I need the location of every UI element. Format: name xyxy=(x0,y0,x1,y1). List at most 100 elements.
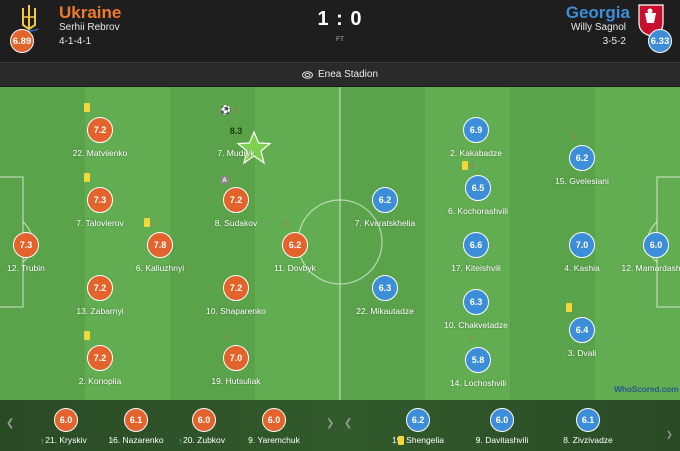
player-rating: 6.2 xyxy=(569,145,595,171)
player-rating: 6.5 xyxy=(465,175,491,201)
player-rating: 6.1 xyxy=(124,408,148,432)
away-coach: Willy Sagnol xyxy=(570,22,626,33)
sub-out-arrow-icon: ↓ xyxy=(468,332,473,343)
yellow-card-icon xyxy=(566,303,572,312)
player-rating: 6.0 xyxy=(490,408,514,432)
player-rating: 7.2 xyxy=(87,117,113,143)
ball-icon: ⚽ xyxy=(220,105,232,115)
home-team-name[interactable]: Ukraine xyxy=(59,3,122,22)
man-of-match-star-icon xyxy=(236,130,272,165)
player-name[interactable]: 20. Zubkov xyxy=(182,435,226,445)
player-name[interactable]: 14. Lochoshvili xyxy=(449,378,507,388)
player-name[interactable]: 7. Mudryk xyxy=(217,148,255,158)
player-rating: 7.2 xyxy=(223,187,249,213)
player-name[interactable]: 6. Kochorashvili xyxy=(447,206,508,216)
player-name[interactable]: 15. Gvelesiani xyxy=(555,176,609,186)
sub-in-arrow-icon: ↑ xyxy=(476,436,481,446)
player-name[interactable]: 8. Sudakov xyxy=(214,218,258,228)
bench-background xyxy=(0,400,680,451)
player-rating: 8.3 xyxy=(229,126,243,136)
player-rating: 7.2 xyxy=(87,345,113,371)
player-rating: 6.0 xyxy=(192,408,216,432)
player-name[interactable]: 9. Yaremchuk xyxy=(248,435,300,445)
player-rating: 6.3 xyxy=(463,289,489,315)
player-name[interactable]: 4. Kashia xyxy=(564,263,600,273)
away-team-rating: 6.33 xyxy=(648,29,672,53)
sub-in-arrow-icon: ↑ xyxy=(562,436,567,446)
player-rating: 7.0 xyxy=(223,345,249,371)
player-name[interactable]: 12. Mamardashvili xyxy=(621,263,680,273)
sub-in-arrow-icon: ↑ xyxy=(392,436,397,446)
bench-divider-icon: ❯ xyxy=(326,418,335,429)
player-name[interactable]: 19. Shengelia xyxy=(392,435,444,445)
player-rating: 6.2 xyxy=(372,187,398,213)
player-name[interactable]: 7. Kvaratskhelia xyxy=(354,218,416,228)
player-rating: 6.3 xyxy=(372,275,398,301)
yellow-card-icon xyxy=(84,173,90,182)
venue-name: Enea Stadion xyxy=(317,69,379,80)
player-name[interactable]: 3. Dvali xyxy=(567,348,597,358)
player-rating: 7.2 xyxy=(87,275,113,301)
player-rating: 7.2 xyxy=(223,275,249,301)
player-name[interactable]: 10. Chakvetadze xyxy=(444,320,508,330)
player-rating: 7.3 xyxy=(87,187,113,213)
player-name[interactable]: 13. Zabarnyi xyxy=(76,306,124,316)
player-name[interactable]: 19. Hutsuliak xyxy=(211,376,261,386)
sub-in-arrow-icon: ↑ xyxy=(40,436,45,446)
home-coach: Serhii Rebrov xyxy=(59,22,120,33)
player-name[interactable]: 2. Konoplia xyxy=(78,376,122,386)
player-rating: 7.3 xyxy=(13,232,39,258)
player-rating: 5.8 xyxy=(465,347,491,373)
match-score: 1 : 0 xyxy=(317,8,363,30)
yellow-card-icon xyxy=(462,161,468,170)
player-name[interactable]: 16. Nazarenko xyxy=(108,435,164,445)
sub-out-arrow-icon: ↓ xyxy=(285,217,290,228)
player-name[interactable]: 22. Mikautadze xyxy=(356,306,414,316)
whoscored-logo: WhoScored.com xyxy=(614,384,679,394)
away-formation: 3-5-2 xyxy=(602,36,626,47)
yellow-card-icon xyxy=(84,331,90,340)
sub-out-arrow-icon: ↓ xyxy=(572,130,577,141)
player-rating: 6.9 xyxy=(463,117,489,143)
home-formation: 4-1-4-1 xyxy=(59,36,92,47)
captain-badge-icon: A xyxy=(220,176,229,185)
player-name[interactable]: 6. Kaliuzhnyi xyxy=(135,263,185,273)
player-rating: 6.6 xyxy=(463,232,489,258)
player-name[interactable]: 9. Davitashvili xyxy=(475,435,529,445)
player-name[interactable]: 12. Trubin xyxy=(7,263,45,273)
player-rating: 7.0 xyxy=(569,232,595,258)
yellow-card-icon xyxy=(84,103,90,112)
player-name[interactable]: 10. Shaparenko xyxy=(205,306,267,316)
sub-out-arrow-icon: ↓ xyxy=(152,217,157,228)
yellow-card-icon xyxy=(144,218,150,227)
sub-in-arrow-icon: ↑ xyxy=(110,436,115,446)
player-name[interactable]: 8. Zivzivadze xyxy=(563,435,613,445)
venue-bar: Enea Stadion xyxy=(0,62,680,86)
player-name[interactable]: 7. Talovierov xyxy=(76,218,124,228)
player-rating: 6.0 xyxy=(262,408,286,432)
player-rating: 6.0 xyxy=(54,408,78,432)
player-rating: 6.2 xyxy=(282,232,308,258)
player-name[interactable]: 2. Kakabadze xyxy=(450,148,502,158)
away-team-name[interactable]: Georgia xyxy=(565,3,630,22)
home-team-rating: 6.89 xyxy=(10,29,34,53)
stadium-icon xyxy=(301,70,313,79)
bench-bar xyxy=(0,400,680,451)
pitch: 7.2 22. Matviienko 8.3 7. Mudryk ↓ ⚽ 7.3 7. Tal… xyxy=(0,87,680,400)
match-header: 6.89 Ukraine Serhii Rebrov 4-1-4-1 1 : 0… xyxy=(0,0,680,62)
yellow-card-icon xyxy=(398,436,404,445)
player-name[interactable]: 11. Dovbyk xyxy=(274,263,316,273)
bench-next-right-icon[interactable]: ❯ xyxy=(666,430,673,439)
player-rating: 6.0 xyxy=(643,232,669,258)
player-rating: 6.4 xyxy=(569,317,595,343)
match-status: FT xyxy=(336,36,344,43)
bench-next-icon[interactable]: ❮ xyxy=(344,418,353,429)
player-rating: 6.2 xyxy=(406,408,430,432)
player-name[interactable]: 17. Kiteishvili xyxy=(451,263,501,273)
bench-prev-icon[interactable]: ❮ xyxy=(6,418,15,429)
player-name[interactable]: 22. Matviienko xyxy=(72,148,128,158)
sub-in-arrow-icon: ↑ xyxy=(248,436,253,446)
player-rating: 7.8 xyxy=(147,232,173,258)
player-name[interactable]: 21. Kryskiv xyxy=(45,435,87,445)
